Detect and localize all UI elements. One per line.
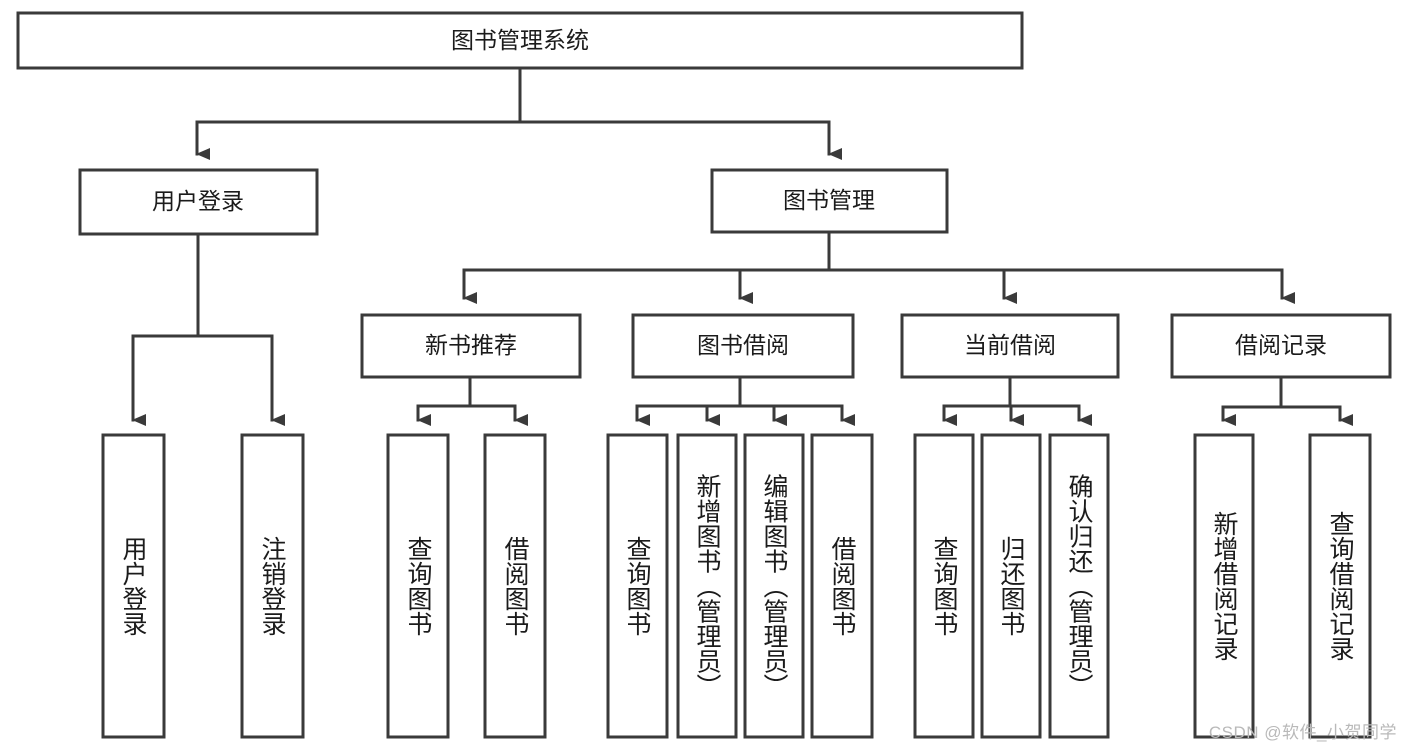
connector-currentborrow-to-leaves [942,377,1092,426]
leaf-borrow-query-book-label: 查询图书 [623,536,652,636]
leaf-current-return-book[interactable]: 归还图书 [980,433,1042,739]
leaf-records-add-record[interactable]: 新增借阅记录 [1193,433,1255,739]
node-borrow-records-label: 借阅记录 [1235,332,1327,358]
connector-root-to-level2 [195,66,842,160]
connector-userlogin-to-leaves [131,232,285,426]
node-user-login-label: 用户登录 [152,188,244,214]
connector-bookmgmt-to-level3 [462,230,1295,304]
node-book-borrow[interactable]: 图书借阅 [631,313,855,379]
leaf-records-query-record-label: 查询借阅记录 [1326,511,1355,661]
leaf-records-add-record-label: 新增借阅记录 [1210,511,1239,661]
leaf-borrow-borrow-book[interactable]: 借阅图书 [810,433,874,739]
node-book-management[interactable]: 图书管理 [710,168,949,234]
leaf-current-confirm-return[interactable]: 确认归还（管理员） [1048,433,1110,739]
node-new-book-recommend[interactable]: 新书推荐 [360,313,582,379]
leaf-user-login-label: 用户登录 [119,536,148,636]
leaf-current-confirm-return-label: 确认归还（管理员） [1065,474,1094,699]
leaf-borrow-edit-book-label: 编辑图书（管理员） [760,474,789,699]
node-new-book-recommend-label: 新书推荐 [425,332,517,358]
leaf-logout-label: 注销登录 [258,536,287,636]
leaf-current-query-book[interactable]: 查询图书 [913,433,975,739]
leaf-current-return-book-label: 归还图书 [997,536,1026,636]
leaf-recommend-query-book-label: 查询图书 [404,536,433,636]
leaf-records-query-record[interactable]: 查询借阅记录 [1308,433,1372,739]
leaf-borrow-add-book[interactable]: 新增图书（管理员） [676,433,738,739]
leaf-borrow-borrow-book-label: 借阅图书 [828,536,857,636]
leaf-logout[interactable]: 注销登录 [240,433,305,739]
connector-bookborrow-to-leaves [635,377,855,426]
leaf-user-login[interactable]: 用户登录 [101,433,166,739]
node-borrow-records[interactable]: 借阅记录 [1170,313,1392,379]
node-book-management-label: 图书管理 [783,187,875,213]
leaf-borrow-add-book-label: 新增图书（管理员） [693,474,722,699]
leaf-borrow-query-book[interactable]: 查询图书 [606,433,669,739]
node-book-borrow-label: 图书借阅 [697,332,789,358]
connector-borrowrecords-to-leaves [1221,377,1353,426]
connector-newbook-to-leaves [416,377,528,426]
csdn-watermark: CSDN @软件_小贺同学 [1208,723,1397,742]
node-root-label: 图书管理系统 [451,27,589,53]
node-root[interactable]: 图书管理系统 [16,11,1024,70]
node-current-borrow[interactable]: 当前借阅 [900,313,1120,379]
leaf-recommend-borrow-book[interactable]: 借阅图书 [483,433,547,739]
leaf-current-query-book-label: 查询图书 [930,536,959,636]
leaf-recommend-borrow-book-label: 借阅图书 [501,536,530,636]
node-current-borrow-label: 当前借阅 [964,332,1056,358]
leaf-borrow-edit-book[interactable]: 编辑图书（管理员） [743,433,805,739]
leaf-recommend-query-book[interactable]: 查询图书 [386,433,450,739]
node-user-login[interactable]: 用户登录 [78,168,319,236]
